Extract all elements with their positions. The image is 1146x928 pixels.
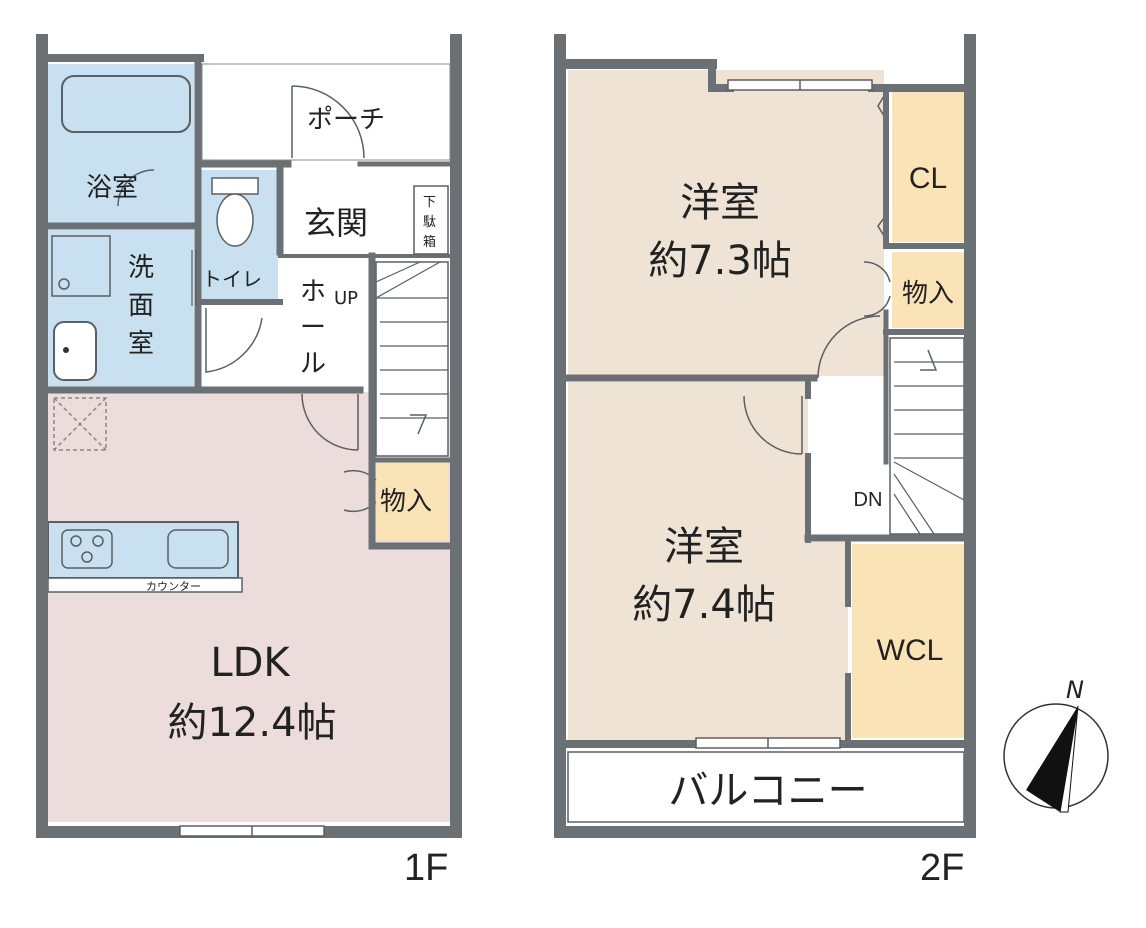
stairs-1f: [375, 261, 449, 457]
stairs-down-label: DN: [854, 489, 883, 511]
floor-1: ポーチ 浴室 洗 面 室 トイレ 玄関 下 駄 箱 ホ ー ル UP 物入 カウ…: [36, 34, 462, 889]
balcony-fill: [567, 751, 965, 823]
balcony-label: バルコニー: [668, 768, 867, 814]
ldk-name-label: LDK: [210, 640, 291, 686]
door-swings-1f: [117, 85, 377, 513]
counter-label: カウンター: [146, 580, 201, 593]
room1-fill: [568, 70, 884, 376]
hall-label-1: ホ: [300, 277, 326, 307]
stairs-2f-arrow-icon: [920, 349, 938, 371]
floor-1-label: 1F: [404, 847, 448, 889]
toilet-bowl-icon: [216, 193, 254, 247]
hall-label-2: ー: [300, 313, 326, 343]
washroom-label-2: 面: [128, 291, 154, 321]
room2-name-label: 洋室: [664, 524, 744, 570]
stairs-2f-steps: [893, 361, 965, 535]
ldk-size-label: 約12.4帖: [167, 700, 336, 746]
storage-2f-label: 物入: [902, 279, 954, 309]
floor-2-label: 2F: [920, 847, 964, 889]
washroom-label-3: 室: [128, 329, 154, 359]
walls-1f: [36, 34, 462, 838]
room2-fill: [568, 382, 808, 740]
shoebox-label-1: 下: [423, 195, 436, 210]
toilet-tank-icon: [211, 177, 259, 195]
room2-size-label: 約7.4帖: [632, 582, 776, 628]
stairs-up-label: UP: [334, 288, 358, 309]
stairs-1f-steps: [375, 261, 448, 419]
stove-icon: [61, 529, 113, 569]
closet-fill: [892, 92, 964, 242]
counter-bar: [47, 577, 243, 593]
hall-label-3: ル: [300, 349, 326, 379]
toilet-label: トイレ: [202, 267, 262, 291]
walls-2f: [554, 34, 976, 838]
shoebox-label-2: 駄: [423, 215, 436, 230]
shoebox-outline: [413, 185, 449, 255]
storage-1f-fill: [376, 462, 448, 540]
porch-outline: [201, 63, 451, 161]
porch-label: ポーチ: [307, 105, 385, 135]
bath-label: 浴室: [86, 173, 138, 203]
door-swings-2f: [743, 95, 891, 455]
washroom-label-1: 洗: [128, 253, 154, 283]
entrance-label: 玄関: [304, 204, 368, 242]
room1-size-label: 約7.3帖: [648, 238, 792, 284]
wcl-label: WCL: [877, 634, 944, 667]
closet-label: CL: [909, 162, 947, 195]
fridge-space-icon: [53, 397, 107, 451]
hall-2f: [812, 382, 886, 532]
room1-name-label: 洋室: [680, 180, 760, 226]
stairs-1f-arrow-icon: [410, 414, 428, 435]
wcl-fill: [852, 544, 964, 738]
washer-pan-icon: [51, 235, 111, 297]
bathtub-icon: [61, 75, 191, 133]
sink-icon: [53, 321, 97, 381]
kitchen-sink-icon: [167, 529, 229, 569]
floor-2: 洋室 約7.3帖 CL 物入 DN 洋室 約7.4帖 WCL バルコニー 2F: [554, 34, 976, 889]
storage-1f-label: 物入: [380, 487, 432, 517]
shoebox-label-3: 箱: [423, 234, 436, 250]
compass-north-label: N: [1066, 676, 1084, 704]
compass-icon: N: [1003, 676, 1109, 813]
storage-2f-fill: [892, 252, 964, 328]
